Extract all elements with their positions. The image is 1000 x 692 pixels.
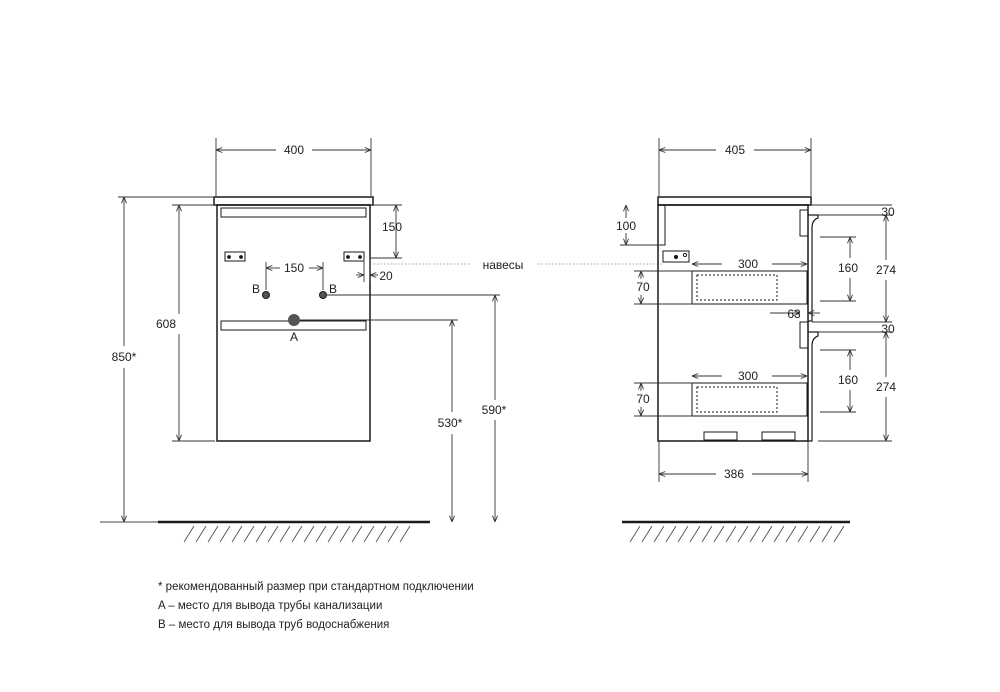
floor-hatch-line	[219, 525, 231, 543]
side-foot-left	[703, 431, 738, 441]
dim-side-width: 405	[725, 143, 745, 157]
front-top-rail	[220, 207, 367, 218]
floor-hatch-line	[195, 525, 207, 543]
dim-side-70-bottom: 70	[636, 392, 650, 406]
floor-hatch-line	[363, 525, 375, 543]
floor-hatch-line	[677, 525, 689, 543]
floor-hatch-line	[183, 525, 195, 543]
floor-hatch-line	[821, 525, 833, 543]
dim-front-width: 400	[284, 143, 304, 157]
floor-hatch-line	[773, 525, 785, 543]
dim-side-300-top: 300	[738, 257, 758, 271]
floor-hatch-line	[207, 525, 219, 543]
floor-hatch-line	[279, 525, 291, 543]
floor-hatch-line	[833, 525, 845, 543]
front-countertop	[213, 196, 374, 206]
side-drawer-top	[691, 270, 808, 305]
front-dimension-lines	[118, 138, 500, 522]
dim-side-160-bottom: 160	[838, 373, 858, 387]
dim-side-70-top: 70	[636, 280, 650, 294]
side-foot-right	[761, 431, 796, 441]
floor-hatch-line	[243, 525, 255, 543]
drain-point-a	[288, 314, 300, 326]
dim-front-20: 20	[379, 269, 393, 283]
dim-front-850: 850*	[112, 350, 137, 364]
floor-hatch-line	[761, 525, 773, 543]
front-view	[213, 196, 374, 442]
dim-front-530: 530*	[438, 416, 463, 430]
dim-side-30-mid: 30	[881, 322, 895, 336]
floor-hatch-line	[641, 525, 653, 543]
side-top-rail	[799, 209, 809, 237]
side-countertop	[657, 196, 812, 206]
side-floor	[622, 520, 850, 543]
note-a-drain: A – место для вывода трубы канализации	[158, 600, 383, 612]
floor-hatch-line	[701, 525, 713, 543]
floor-hatch-line	[629, 525, 641, 543]
side-back-panel	[657, 204, 666, 246]
dim-side-63: 63	[787, 307, 801, 321]
floor-hatch-line	[315, 525, 327, 543]
front-floor	[100, 520, 430, 543]
floor-hatch-line	[749, 525, 761, 543]
dim-side-386: 386	[724, 467, 744, 481]
dim-front-608: 608	[156, 317, 176, 331]
dim-side-300-bottom: 300	[738, 369, 758, 383]
dim-front-150-top: 150	[382, 220, 402, 234]
floor-hatch-line	[725, 525, 737, 543]
side-cabinet-body	[657, 204, 809, 442]
hinge-left	[224, 251, 246, 262]
floor-hatch-line	[387, 525, 399, 543]
water-point-b-left	[262, 291, 270, 299]
floor-hatch-line	[291, 525, 303, 543]
dim-side-274-bottom: 274	[876, 380, 896, 394]
side-view	[657, 196, 819, 442]
dim-side-30-top: 30	[881, 205, 895, 219]
label-hinges: навесы	[483, 258, 524, 272]
dim-side-274-top: 274	[876, 263, 896, 277]
note-recommended: * рекомендованный размер при стандартном…	[158, 581, 474, 593]
dim-side-160-top: 160	[838, 261, 858, 275]
dim-front-590: 590*	[482, 403, 507, 417]
floor-hatch-line	[737, 525, 749, 543]
floor-hatch-line	[653, 525, 665, 543]
side-door-top	[808, 214, 819, 322]
label-b-right: B	[329, 282, 337, 296]
floor-hatch-line	[375, 525, 387, 543]
side-dimension-lines	[620, 138, 892, 482]
floor-hatch-line	[267, 525, 279, 543]
floor-hatch-line	[713, 525, 725, 543]
floor-hatch-line	[797, 525, 809, 543]
floor-hatch-line	[303, 525, 315, 543]
dim-front-150-pipes: 150	[284, 261, 304, 275]
floor-hatch-line	[231, 525, 243, 543]
floor-hatch-line	[351, 525, 363, 543]
dim-side-100: 100	[616, 219, 636, 233]
floor-hatch-line	[785, 525, 797, 543]
label-a: A	[290, 330, 298, 344]
hinge-right	[343, 251, 365, 262]
side-mid-rail	[799, 321, 809, 349]
floor-hatch-line	[665, 525, 677, 543]
side-drawer-bottom	[691, 382, 808, 417]
label-b-left: B	[252, 282, 260, 296]
side-door-bottom	[808, 331, 819, 442]
front-cabinet-body	[216, 204, 371, 442]
floor-hatch-line	[327, 525, 339, 543]
side-hinge	[662, 250, 690, 263]
floor-hatch-line	[255, 525, 267, 543]
floor-hatch-line	[399, 525, 411, 543]
water-point-b-right	[319, 291, 327, 299]
floor-hatch-line	[689, 525, 701, 543]
floor-hatch-line	[339, 525, 351, 543]
note-b-water: B – место для вывода труб водоснабжения	[158, 619, 390, 631]
floor-hatch-line	[809, 525, 821, 543]
